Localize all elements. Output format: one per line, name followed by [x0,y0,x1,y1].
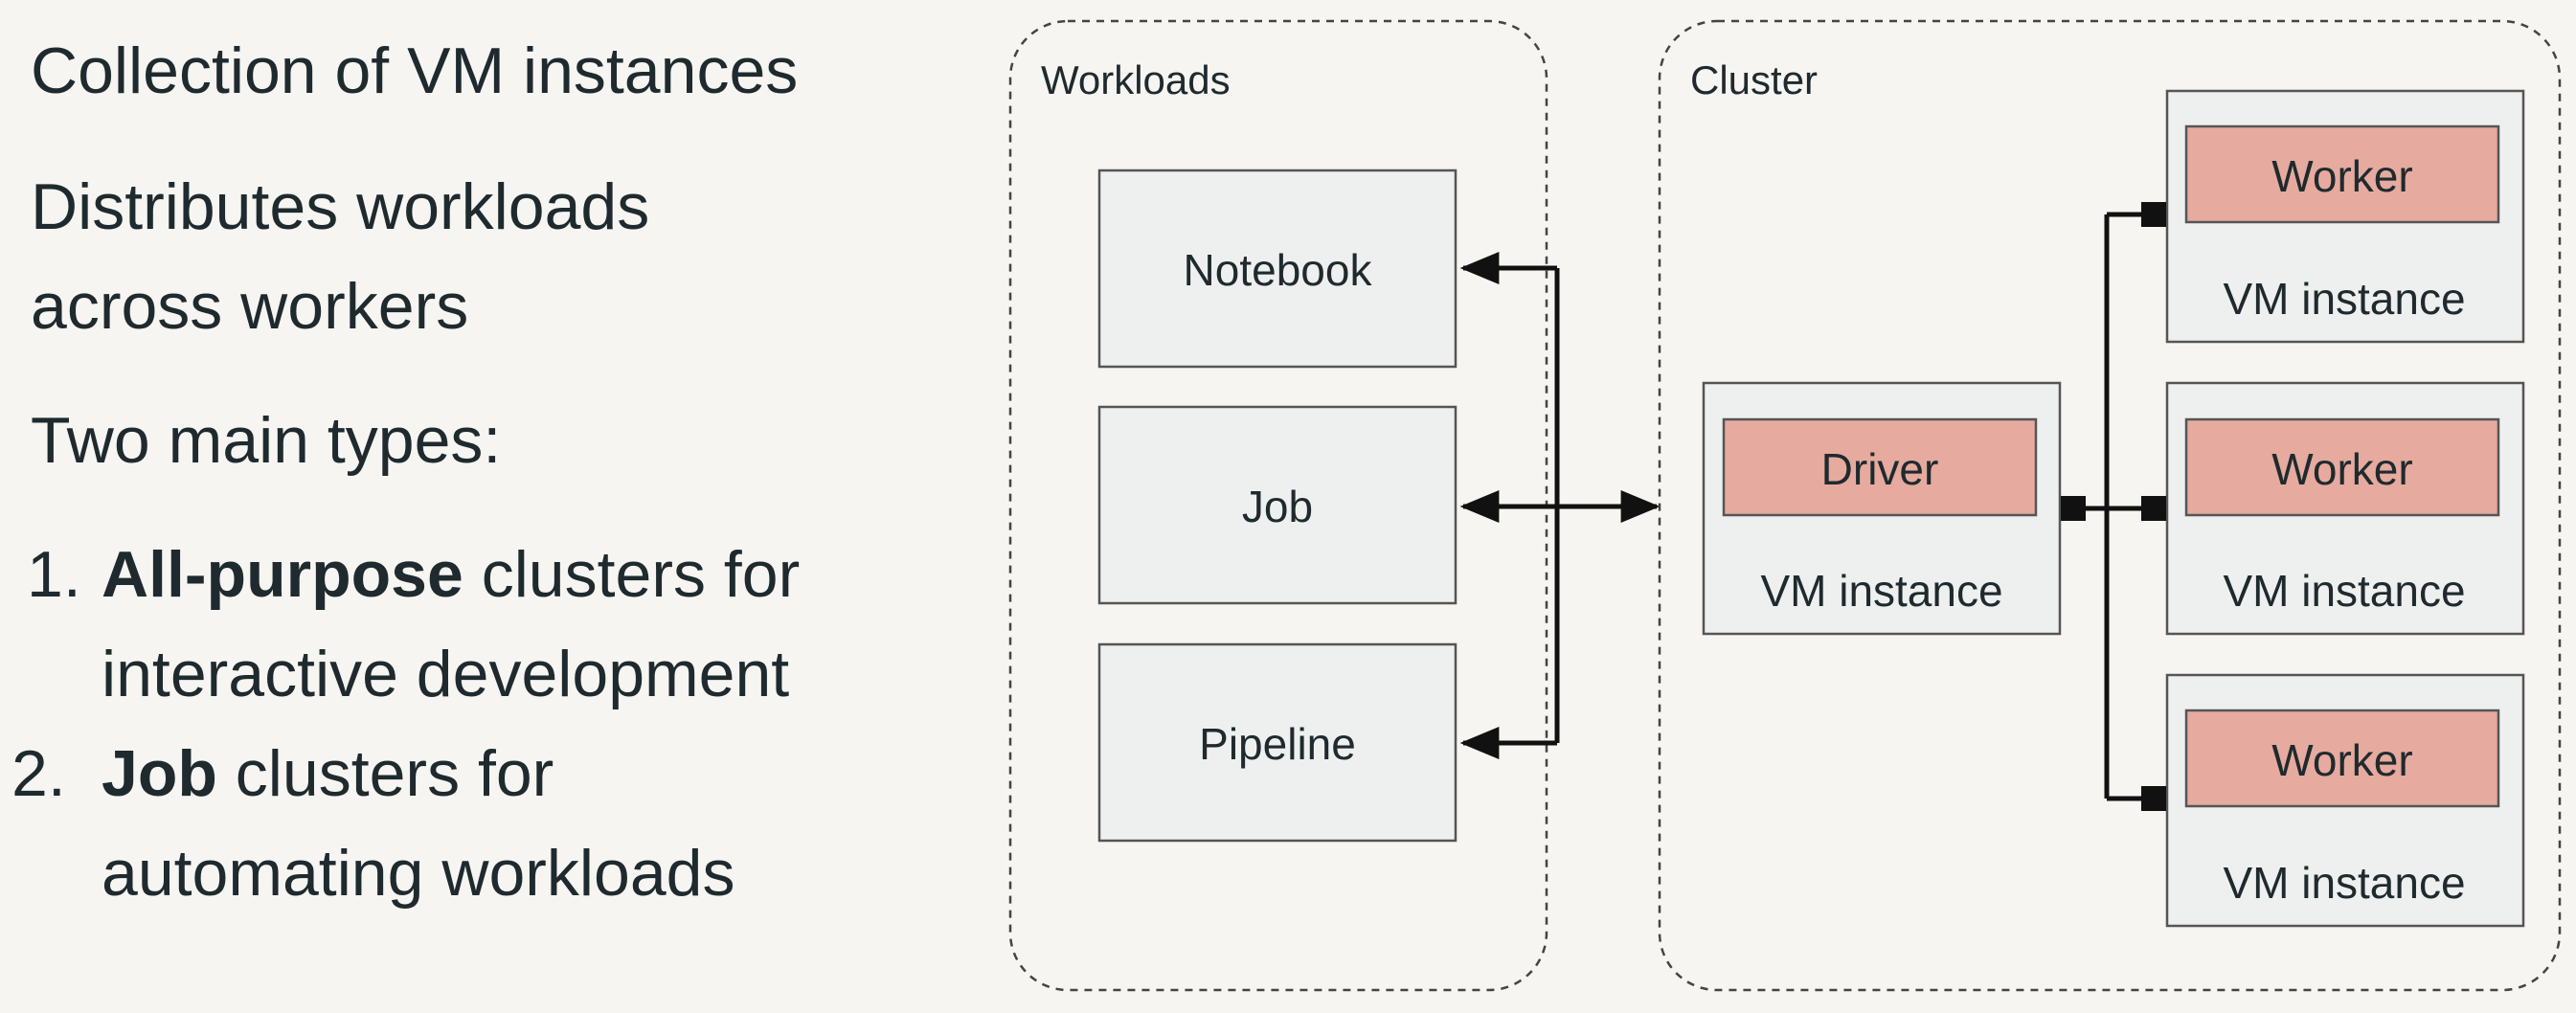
worker-1-port-icon [2141,202,2166,227]
worker-3-label: Worker [2271,735,2412,785]
driver-vm-label: VM instance [1760,566,2002,616]
list-item-all-purpose-rest: clusters for [463,538,801,611]
cluster-group: Cluster Driver VM instance Worker VM ins… [1658,19,2562,992]
worker-2-label: Worker [2271,444,2412,494]
worker-2-vm-label: VM instance [2223,566,2465,616]
driver-worker-connector [2061,202,2166,811]
list-item-job-bold: Job [102,737,217,810]
workloads-title: Workloads [1041,57,1231,102]
list-number-2: 2. [11,737,66,810]
worker-2-port-icon [2141,496,2166,521]
driver-box [1722,417,2038,517]
driver-label: Driver [1821,444,1939,494]
list-item-job-line2: automating workloads [102,837,735,910]
worker-3-port-icon [2141,786,2166,811]
bullet-collection: Collection of VM instances [31,34,799,107]
workload-connector [1459,252,1661,759]
worker-1-vm-label: VM instance [2223,274,2465,324]
driver-port-icon [2061,496,2086,521]
list-item-job: Job clusters for [102,741,554,806]
list-number-1: 1. [27,538,81,611]
worker-2-box [2184,417,2500,517]
pipeline-label: Pipeline [1199,719,1356,769]
job-label: Job [1242,482,1313,531]
list-item-all-purpose-line2: interactive development [102,638,790,710]
list-item-all-purpose-bold: All-purpose [102,538,463,611]
notebook-box [1097,169,1457,369]
pipeline-box [1097,642,1457,843]
list-item-job-rest: clusters for [216,737,554,810]
job-box [1097,405,1457,605]
bullet-two-types: Two main types: [31,404,502,477]
notebook-label: Notebook [1184,245,1373,295]
list-item-all-purpose: All-purpose clusters for [102,542,800,607]
bullet-distributes-line1: Distributes workloads [31,170,650,243]
worker-3-box [2184,709,2500,808]
bullet-list: Collection of VM instances Distributes w… [0,0,958,1013]
cluster-title: Cluster [1690,57,1818,102]
worker-1-label: Worker [2271,151,2412,201]
cluster-group-border [1658,19,2562,992]
workloads-group: Workloads Notebook Job Pipeline [1008,19,1548,992]
worker-3-vm-label: VM instance [2223,858,2465,908]
worker-1-box [2184,124,2500,224]
bullet-distributes-line2: across workers [31,270,469,343]
